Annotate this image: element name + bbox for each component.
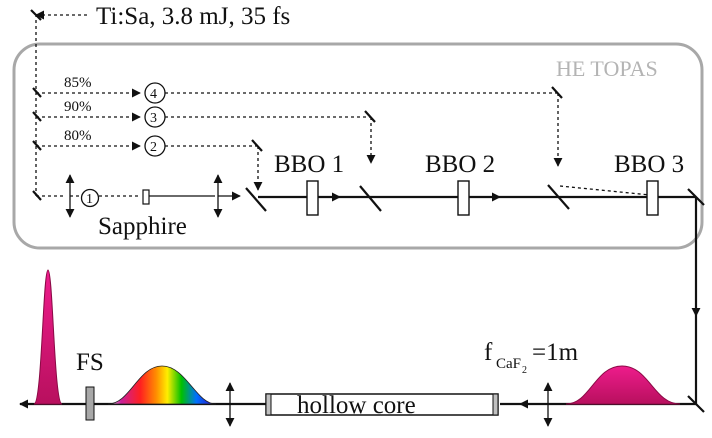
split-90-label: 90% [64, 99, 92, 115]
stage-1-marker [80, 188, 100, 208]
caf2-subsub-label: 2 [522, 365, 527, 376]
mirror-branch-2 [251, 139, 263, 152]
fs-window [85, 386, 95, 421]
split-80-label: 80% [64, 128, 92, 144]
stage-4-label: 4 [150, 87, 157, 102]
sapphire-label: Sapphire [98, 213, 187, 240]
mirror-branch-3 [364, 110, 376, 123]
broadband-spectrum [107, 365, 217, 405]
caf2-f-label: f [484, 339, 493, 366]
dichroic-1 [245, 187, 267, 212]
split-85-label: 85% [64, 75, 92, 91]
caf2-value-label: =1m [532, 339, 579, 366]
sapphire-plate [142, 189, 150, 205]
caf2-sub-label: CaF [496, 356, 521, 372]
fiber-end-left [265, 393, 272, 416]
fs-label: FS [76, 349, 104, 376]
source-label: Ti:Sa, 3.8 mJ, 35 fs [96, 3, 290, 30]
topas-title: HE TOPAS [556, 56, 658, 81]
mirror-branch-4 [551, 86, 563, 99]
stage-1-label: 1 [86, 192, 93, 207]
bbo-3-label: BBO 3 [614, 151, 684, 178]
bbo-3-crystal [646, 180, 659, 216]
stage-3-label: 3 [150, 111, 157, 126]
pump-overlap-line [559, 185, 651, 196]
dichroic-2 [359, 185, 382, 212]
stage-2-label: 2 [150, 140, 157, 155]
bbo-1-label: BBO 1 [274, 151, 344, 178]
fiber-end-right [492, 393, 499, 416]
topas-box [12, 42, 704, 250]
compressed-pulse [33, 269, 63, 405]
input-pulse-spectrum [565, 365, 681, 405]
hollow-core-label: hollow core [297, 392, 416, 419]
bbo-1-crystal [306, 180, 319, 216]
bbo-2-label: BBO 2 [425, 151, 495, 178]
bbo-2-crystal [457, 180, 470, 216]
